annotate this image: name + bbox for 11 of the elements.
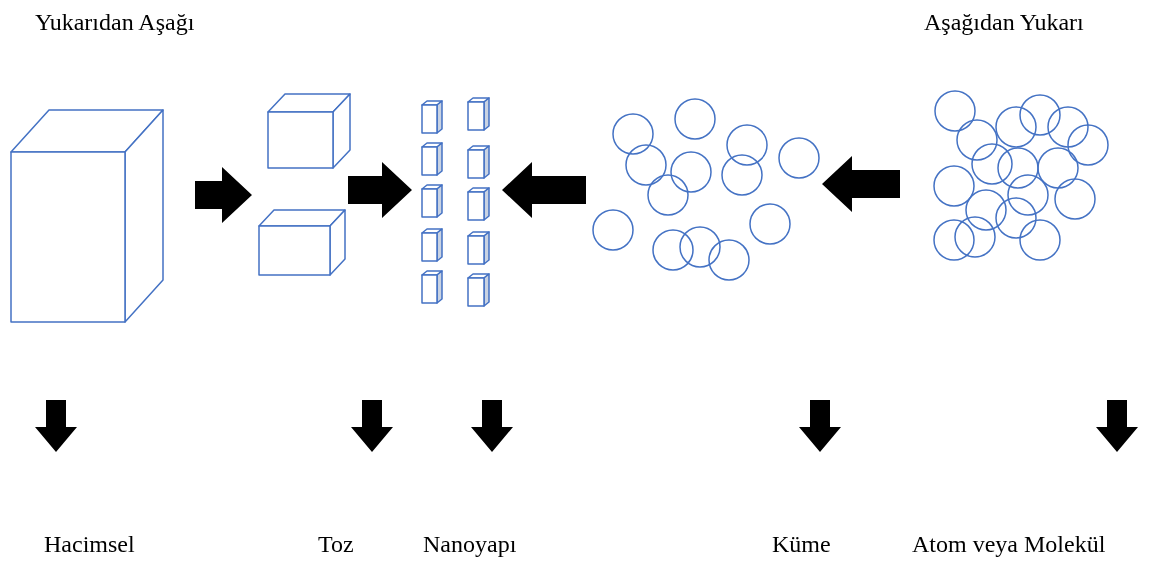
block-arrow [502, 162, 586, 218]
approach-heading: Aşağıdan Yukarı [924, 8, 1084, 36]
block-arrow [822, 156, 900, 212]
stage-label: Hacimsel [44, 530, 144, 560]
stage-label: Atom veya Molekül [912, 530, 1162, 560]
block-arrow [348, 162, 412, 218]
stage-label: Küme [772, 530, 842, 560]
block-arrow [195, 167, 252, 223]
stage-label: Nanoyapı [423, 530, 523, 560]
stage-label: Toz [318, 530, 368, 560]
approach-heading: Yukarıdan Aşağı [35, 8, 195, 36]
